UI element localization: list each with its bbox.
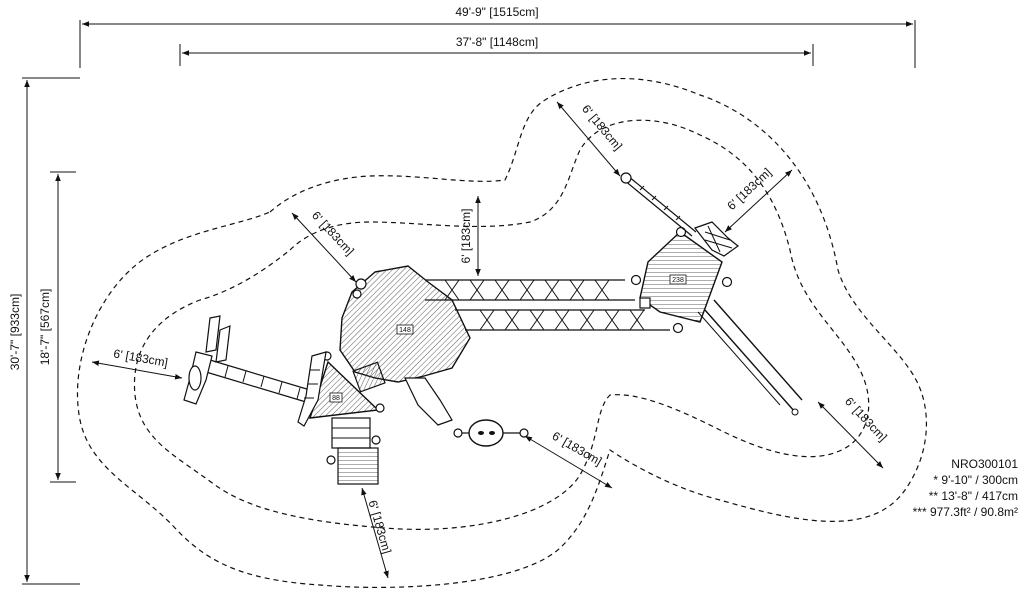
bridge-upper: [425, 279, 635, 301]
post-main-b: [352, 289, 362, 299]
right-deck-step: [639, 297, 651, 309]
structure-width-label: 37'-8" [1148cm]: [456, 35, 538, 49]
spec-line-1: * 9'-10" / 300cm: [933, 473, 1018, 487]
outer-safety-zone: [76, 77, 927, 588]
post-right-d: [672, 322, 684, 334]
swing-seat-assembly: [183, 315, 231, 405]
left-deck-label-box: [329, 392, 343, 403]
clearance-label-left: 6' [183cm]: [112, 346, 169, 369]
clearance-arrow-top-right-b: [724, 169, 793, 233]
chain-ladder: [620, 172, 697, 237]
post-right-b: [721, 276, 733, 288]
bridge-lower: [455, 309, 670, 331]
clearance-arrow-top-left: [291, 212, 357, 283]
clearance-label-top-right-b: 6' [183cm]: [724, 165, 774, 213]
overall-height-label: 30'-7" [933cm]: [8, 294, 22, 371]
model-number: NRO300101: [951, 457, 1018, 471]
structure-height-label: 18'-7" [567cm]: [38, 289, 52, 366]
tire-swing: [453, 419, 529, 447]
clearance-label-top-center: 6' [183cm]: [459, 209, 473, 264]
clearance-label-right: 6' [183cm]: [842, 394, 890, 444]
clearance-label-top-left: 6' [183cm]: [309, 208, 357, 258]
main-deck-number: 148: [399, 327, 411, 334]
post-left-c: [371, 435, 381, 445]
main-deck-label-box: [396, 324, 414, 335]
stairs: [331, 417, 379, 485]
clearance-label-top-right-a: 6' [183cm]: [579, 102, 625, 153]
main-deck-step: [352, 361, 386, 393]
clearance-arrow-left: [91, 360, 183, 380]
clearance-arrow-bottom-left: [361, 487, 389, 579]
left-deck-number: 88: [332, 395, 340, 402]
spec-line-2: ** 13'-8" / 417cm: [928, 489, 1018, 503]
clearance-label-bottom-center: 6' [183cm]: [550, 429, 605, 469]
structure-width-dimension: [179, 44, 814, 66]
overall-width-dimension: [79, 20, 916, 68]
post-right-c: [630, 274, 642, 286]
post-left-d: [326, 455, 336, 465]
climbing-panel: [297, 351, 327, 427]
clearance-arrow-right: [817, 401, 884, 469]
structure-height-dimension: [50, 171, 76, 483]
post-left-b: [375, 403, 385, 413]
spiral-climber: [694, 221, 739, 257]
spec-block: NRO300101 * 9'-10" / 300cm ** 13'-8" / 4…: [878, 456, 1018, 520]
overall-width-label: 49'-9" [1515cm]: [455, 5, 538, 19]
right-deck-label-box: [669, 274, 687, 285]
clearance-arrow-bottom-center: [524, 435, 613, 489]
spec-line-3: *** 977.3ft² / 90.8m²: [912, 505, 1018, 519]
right-deck-number: 238: [672, 277, 684, 284]
overall-height-dimension: [22, 77, 80, 585]
clearance-label-bottom-left: 6' [183cm]: [366, 499, 395, 556]
post-main-a: [355, 278, 367, 290]
overhead-ladder: [205, 359, 311, 403]
slide: [404, 377, 453, 426]
fire-poles: [697, 299, 803, 416]
clearance-arrow-top-right-a: [556, 101, 621, 177]
